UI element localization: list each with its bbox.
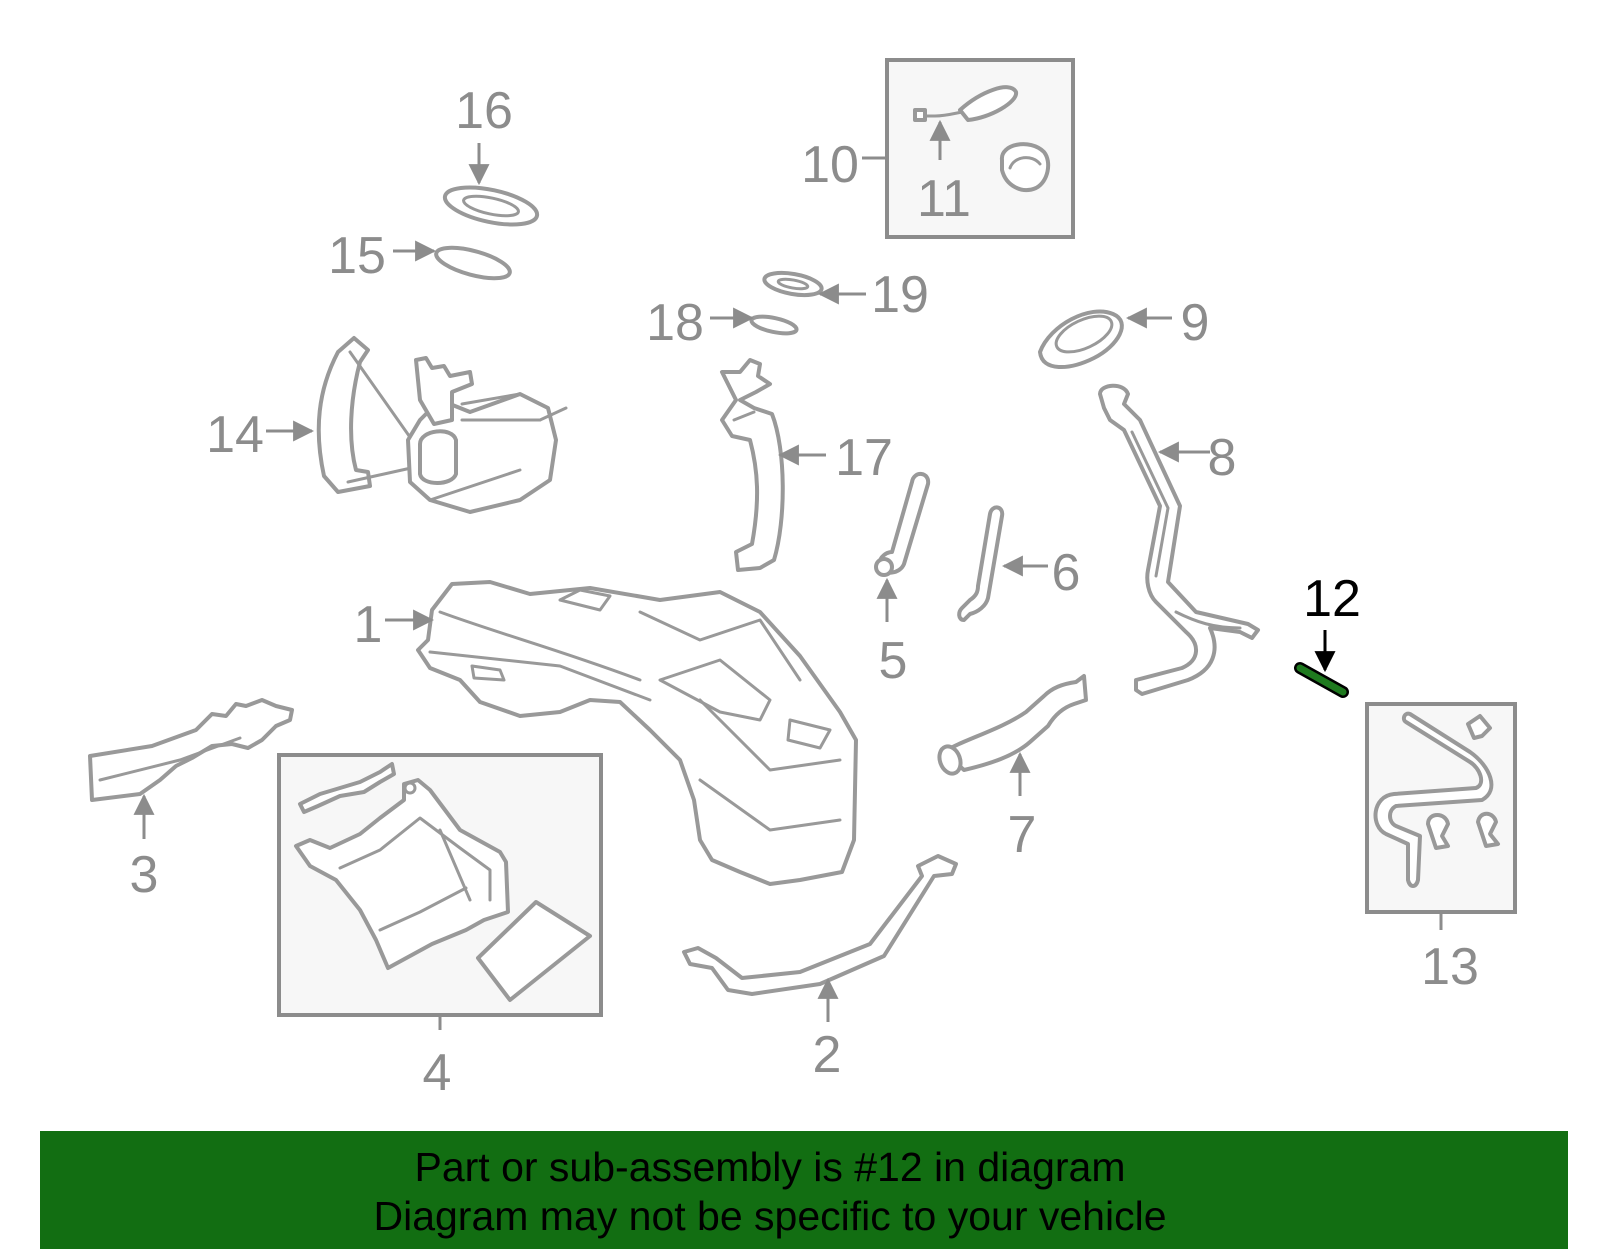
label-part-11: 11 bbox=[917, 170, 971, 228]
label-part-7: 7 bbox=[1008, 806, 1037, 864]
part-16-seal-ring bbox=[442, 185, 540, 227]
part-2-tank-strap bbox=[682, 854, 958, 996]
label-part-12: 12 bbox=[1303, 570, 1361, 628]
part-7-hose bbox=[937, 674, 1088, 776]
part-4-shield-kit-box bbox=[277, 753, 603, 1017]
part-12-highlighted-hose bbox=[1294, 662, 1349, 698]
part-14-fuel-pump-module bbox=[316, 336, 568, 514]
label-part-3: 3 bbox=[130, 846, 159, 904]
label-part-2: 2 bbox=[813, 1026, 842, 1084]
label-part-14: 14 bbox=[206, 406, 264, 464]
label-part-8: 8 bbox=[1208, 429, 1237, 487]
label-part-6: 6 bbox=[1052, 544, 1081, 602]
part-13-hose-kit-box bbox=[1365, 702, 1517, 914]
label-part-1: 1 bbox=[354, 596, 383, 654]
part-19-gasket bbox=[762, 270, 824, 298]
banner-part-note: Part or sub-assembly is #12 in diagram bbox=[414, 1144, 1126, 1190]
part-3-heat-shield bbox=[88, 698, 294, 802]
banner-disclaimer: Diagram may not be specific to your vehi… bbox=[373, 1193, 1167, 1239]
label-part-9: 9 bbox=[1181, 294, 1210, 352]
part-17-bracket bbox=[720, 358, 785, 572]
label-part-17: 17 bbox=[835, 429, 893, 487]
part-8-filler-pipe bbox=[1098, 383, 1260, 696]
part-10-fuel-cap-kit-box bbox=[885, 58, 1075, 239]
part-5-hose bbox=[874, 472, 931, 577]
label-part-18: 18 bbox=[646, 294, 704, 352]
part-1-fuel-tank bbox=[416, 580, 858, 886]
label-part-10: 10 bbox=[801, 136, 859, 194]
part-18-o-ring bbox=[749, 314, 799, 336]
part-9-filler-seal bbox=[1038, 309, 1124, 370]
part-15-o-ring bbox=[434, 245, 512, 281]
part-6-hose bbox=[957, 505, 1005, 622]
label-part-16: 16 bbox=[455, 82, 513, 140]
label-part-13: 13 bbox=[1421, 938, 1479, 996]
label-part-4: 4 bbox=[423, 1044, 452, 1102]
label-part-5: 5 bbox=[879, 632, 908, 690]
info-banner: Part or sub-assembly is #12 in diagram D… bbox=[40, 1131, 1568, 1249]
label-part-19: 19 bbox=[871, 266, 929, 324]
label-part-15: 15 bbox=[328, 227, 386, 285]
